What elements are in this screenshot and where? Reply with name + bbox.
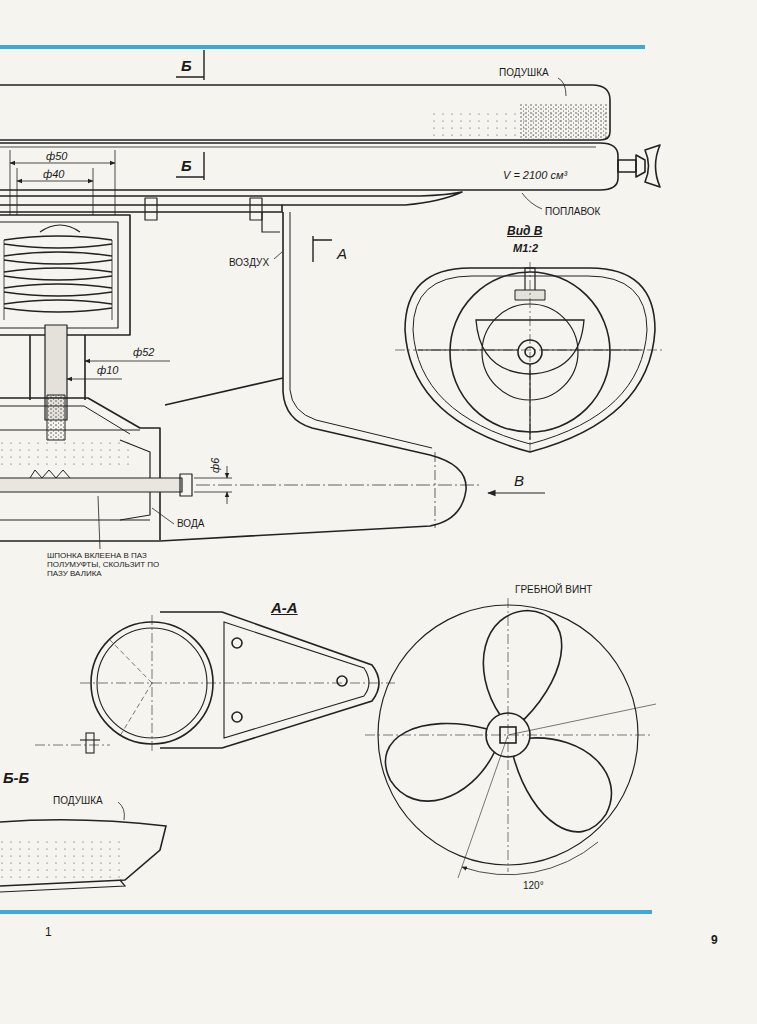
part-name: ВОДА: [176, 518, 205, 529]
section-mark: Б: [180, 158, 193, 175]
view-b: [395, 262, 665, 455]
part-name: ПОПЛАВОК: [544, 206, 601, 217]
view-mark: В: [513, 473, 525, 490]
part-name: ВОЗДУХ: [228, 257, 270, 268]
dimension: ф52: [132, 346, 155, 358]
view-title: Вид В: [506, 225, 543, 238]
part-name: ПОДУШКА: [498, 67, 550, 78]
footnote-mark: 1: [44, 926, 53, 939]
blue-rule: [0, 910, 652, 914]
scale-note: М1:2: [512, 242, 539, 254]
section-a-a: [35, 612, 395, 753]
part-name: ПОДУШКА: [52, 795, 104, 806]
section-title: А-А: [270, 600, 299, 617]
blue-rule: [0, 45, 645, 49]
section-title: Б-Б: [2, 770, 30, 787]
section-mark: Б: [180, 58, 193, 75]
dimension: ф50: [45, 150, 68, 162]
dimension: ф6: [209, 457, 221, 474]
side-view: [0, 50, 660, 820]
section-b-b: [0, 820, 166, 892]
part-name: ГРЕБНОЙ ВИНТ: [514, 584, 593, 595]
section-mark: А: [336, 246, 348, 263]
note: ШПОНКА ВКЛЕЕНА В ПАЗ ПОЛУМУФТЫ, СКОЛЬЗИТ…: [46, 552, 166, 578]
angle-dimension: 120°: [522, 880, 545, 891]
propeller: [365, 598, 656, 878]
dimension: ф10: [96, 364, 119, 376]
dimension: ф40: [42, 168, 65, 180]
volume-note: V = 2100 см³: [502, 169, 568, 181]
page-number: 9: [710, 934, 719, 947]
